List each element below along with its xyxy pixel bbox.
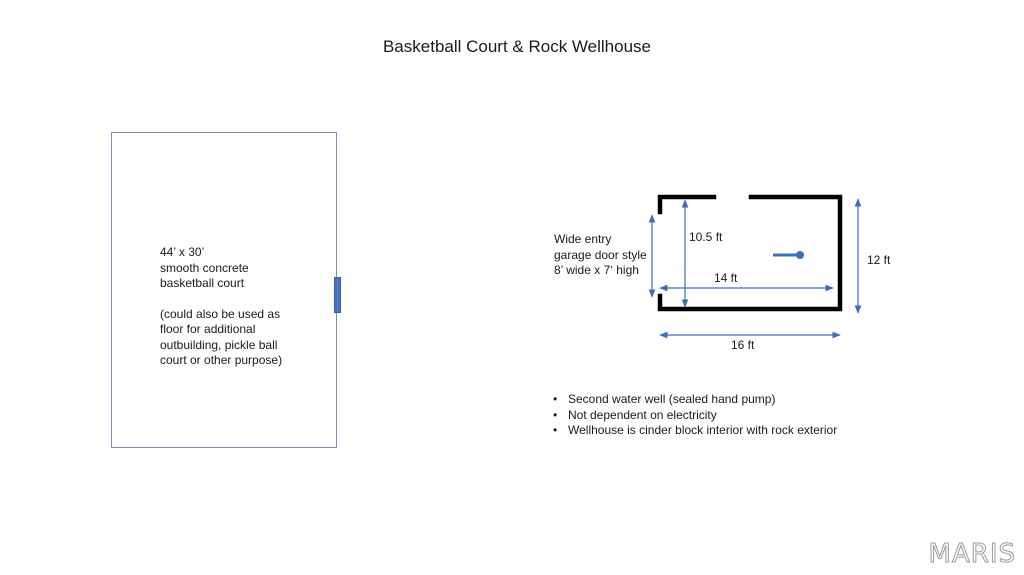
depth-label: 10.5 ft	[689, 230, 723, 244]
court-note-line-4: court or other purpose)	[160, 353, 283, 367]
inner-width-label: 14 ft	[714, 271, 738, 285]
note-item: Wellhouse is cinder block interior with …	[552, 423, 837, 439]
note-item: Second water well (sealed hand pump)	[552, 392, 837, 408]
entry-line-2: garage door style	[554, 247, 647, 262]
court-note-line-2: floor for additional	[160, 322, 256, 336]
entry-line-1: Wide entry	[554, 232, 612, 246]
note-item: Not dependent on electricity	[552, 408, 837, 424]
court-surface: smooth concrete	[160, 260, 249, 275]
entry-line-3: 8’ wide x 7‘ high	[554, 263, 639, 277]
court-type: basketball court	[160, 276, 245, 290]
wall-top-right-and-sides	[657, 194, 843, 312]
court-gate-marker	[334, 277, 341, 313]
court-note-line-1: (could also be used as	[160, 306, 281, 321]
wellhouse-notes-list: Second water well (sealed hand pump) Not…	[552, 392, 837, 439]
hand-pump-icon	[773, 251, 804, 259]
outer-width-label: 16 ft	[731, 338, 755, 352]
court-dimensions: 44’ x 30’	[160, 245, 205, 259]
diagram-title: Basketball Court & Rock Wellhouse	[382, 37, 652, 56]
entry-description: Wide entry garage door style 8’ wide x 7…	[554, 232, 647, 279]
maris-logo: MARIS	[928, 539, 1016, 570]
height-label: 12 ft	[867, 253, 891, 267]
wall-top-left	[657, 194, 717, 215]
wellhouse-walls	[657, 194, 843, 312]
court-note-line-3: outbuilding, pickle ball	[160, 337, 278, 352]
court-description: 44’ x 30’ smooth concrete basketball cou…	[160, 245, 330, 369]
